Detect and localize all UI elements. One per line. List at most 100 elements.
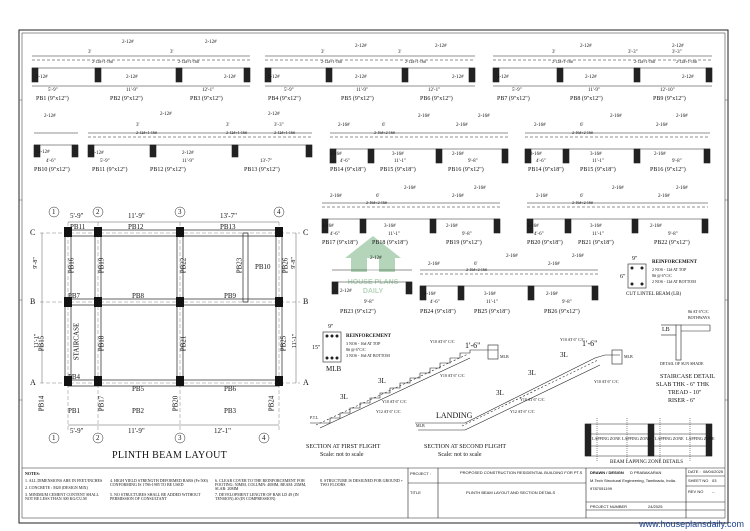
dim-label: 2-12# [355, 75, 367, 80]
title-block-lines [22, 467, 725, 518]
dim-label: 11'-1" [592, 159, 604, 164]
reinforcement-line: 3 NOS - 16# AT TOP [346, 341, 381, 346]
dim-label: 2-16# [418, 114, 430, 119]
dim-label: 9'-8" [562, 300, 572, 305]
dim-label: 4'-6" [340, 159, 350, 164]
dim-label: 2-16# [658, 194, 670, 199]
svg-text:DAILY: DAILY [363, 288, 384, 295]
landing-label: LANDING [436, 411, 473, 420]
rebar-label: Y12 AT 6" C/C [510, 409, 535, 414]
grid-number: 4 [277, 208, 281, 216]
dim-label: 5'-9" [48, 88, 58, 93]
dim-label: 2-12# [452, 75, 464, 80]
beam-label: PB25 (9"x18") [474, 309, 510, 315]
beam-label: PB18 [97, 335, 106, 352]
dim-label: 2-16#+2-16# [374, 130, 395, 135]
date-value: 08/04/2025 [703, 469, 724, 474]
beam-label: PB10 [255, 263, 271, 271]
beam-label: PB16 (9"x12") [650, 167, 686, 173]
mlb-label: MLB [416, 423, 425, 428]
project-number-label: PROJECT NUMBER [590, 504, 628, 509]
dim-label: 2-12# [370, 256, 382, 261]
dim-label: 2-16# [446, 224, 458, 229]
beam-label: PB5 (9"x12") [341, 96, 374, 102]
dim-label: 9'-8" [668, 232, 678, 237]
beam-label: PB8 [132, 292, 145, 300]
beam-label: PB8 (9"x12") [570, 96, 603, 102]
beam-label: PB16 (9"x12") [448, 167, 484, 173]
beam-label: PB3 [224, 407, 237, 415]
dim-label: 2-16# [572, 254, 584, 259]
dim-label: 2-12#+1-16# [321, 59, 342, 64]
dim-label: 4'-6" [536, 159, 546, 164]
dim-label: 2-12# [355, 44, 367, 49]
beam-label: PB9 [224, 292, 237, 300]
beam-label: PB6 [224, 385, 237, 393]
beam-label: PB7 [68, 292, 81, 300]
dim-label: 13'-7" [220, 212, 237, 220]
dim-label: 2-16# [452, 152, 464, 157]
sheet-label: SHEET NO [688, 478, 709, 483]
beam-sections-row1-lines [31, 55, 713, 87]
sunshade-drawing [661, 324, 711, 361]
svg-text:HOUSE PLANS: HOUSE PLANS [348, 279, 399, 286]
grid-number: 2 [96, 434, 100, 442]
plan-dim-lines [41, 221, 297, 426]
beam-label: PB17 [97, 395, 106, 412]
beam-label: PB7 (9"x12") [497, 96, 530, 102]
dim-label: 9" [328, 324, 334, 330]
dim-label: 2-12# [268, 112, 280, 117]
beam-label: PB14 (9"x18") [528, 167, 564, 173]
beam-label: PB17 (9"x18") [322, 240, 358, 246]
dim-label: 2-16# [478, 114, 490, 119]
note-item: 1. ALL DIMENSIONS ARE IN FEET/INCHES [25, 478, 103, 483]
dim-label: 3'-3" [274, 123, 284, 128]
lap-label: LAPPING ZONE [622, 436, 651, 441]
lap-label: LAPPING ZONE [655, 436, 684, 441]
dim-label: 5'-9" [100, 159, 110, 164]
rebar-label: Y10 AT 6" C/C [382, 399, 407, 404]
dim-label: 2-12#+1-16# [552, 59, 573, 64]
drawing-title: PLINTH BEAM LAYOUT AND SECTION DETAILS [466, 490, 556, 495]
dim-label: 2-16# [546, 292, 558, 297]
dim-label: 5'-9" [284, 88, 294, 93]
dim-label: 6" [620, 274, 626, 280]
ptl-label: P.T.L [310, 415, 319, 420]
dim-label: 2-12# [182, 151, 194, 156]
beam-label: PB3 (9"x12") [190, 96, 223, 102]
beam-label: PB19 [97, 257, 106, 274]
beam-label: PB22 (9"x12") [654, 240, 690, 246]
mlb-section [322, 331, 342, 363]
dim-label: 2-12# [92, 151, 104, 156]
dim-label: 2-12# [268, 75, 280, 80]
dim-label: 6' [474, 262, 478, 267]
cut-lintel-section [627, 263, 647, 289]
lap-label: LAPPING ZONE [592, 436, 621, 441]
dim-label: 2-16# [654, 152, 666, 157]
dim-label: 2-12# [435, 44, 447, 49]
reinforcement-line: 3 NOS - 16# AT BOTTOM [346, 353, 390, 358]
beam-label: PB11 [70, 223, 86, 231]
beam-sections-row3-lines [321, 202, 709, 234]
house-plans-daily-logo: HOUSE PLANS DAILY [345, 236, 401, 295]
beam-label: PB1 [68, 407, 81, 415]
grid-number: 2 [96, 208, 100, 216]
dim-label: 2-16#+2-16# [466, 267, 487, 272]
dim-label: 2-16# [404, 186, 416, 191]
dim-label: 2-16# [610, 114, 622, 119]
dim-label: 2-12# [44, 114, 56, 119]
grid-letter: C [30, 228, 36, 237]
second-flight-title: SECTION AT SECOND FLIGHT [424, 444, 507, 450]
dim-label: 3' [321, 50, 325, 55]
date-label: DATE : [688, 469, 701, 474]
beam-label: PB21 (9"x18") [578, 240, 614, 246]
rebar-label: Y12 AT 6" C/C [376, 409, 401, 414]
rev-label: REV NO [688, 489, 704, 494]
note-item: 8. STRUCTURE IS DESIGNED FOR GROUND + TW… [320, 478, 404, 487]
flight-label: 3L [496, 389, 504, 397]
dim-label: 12'-1" [202, 88, 215, 93]
lap-label: LAPPING ZONE [686, 436, 715, 441]
dim-label: 6' [580, 123, 584, 128]
dim-label: 2-12# [340, 289, 352, 294]
